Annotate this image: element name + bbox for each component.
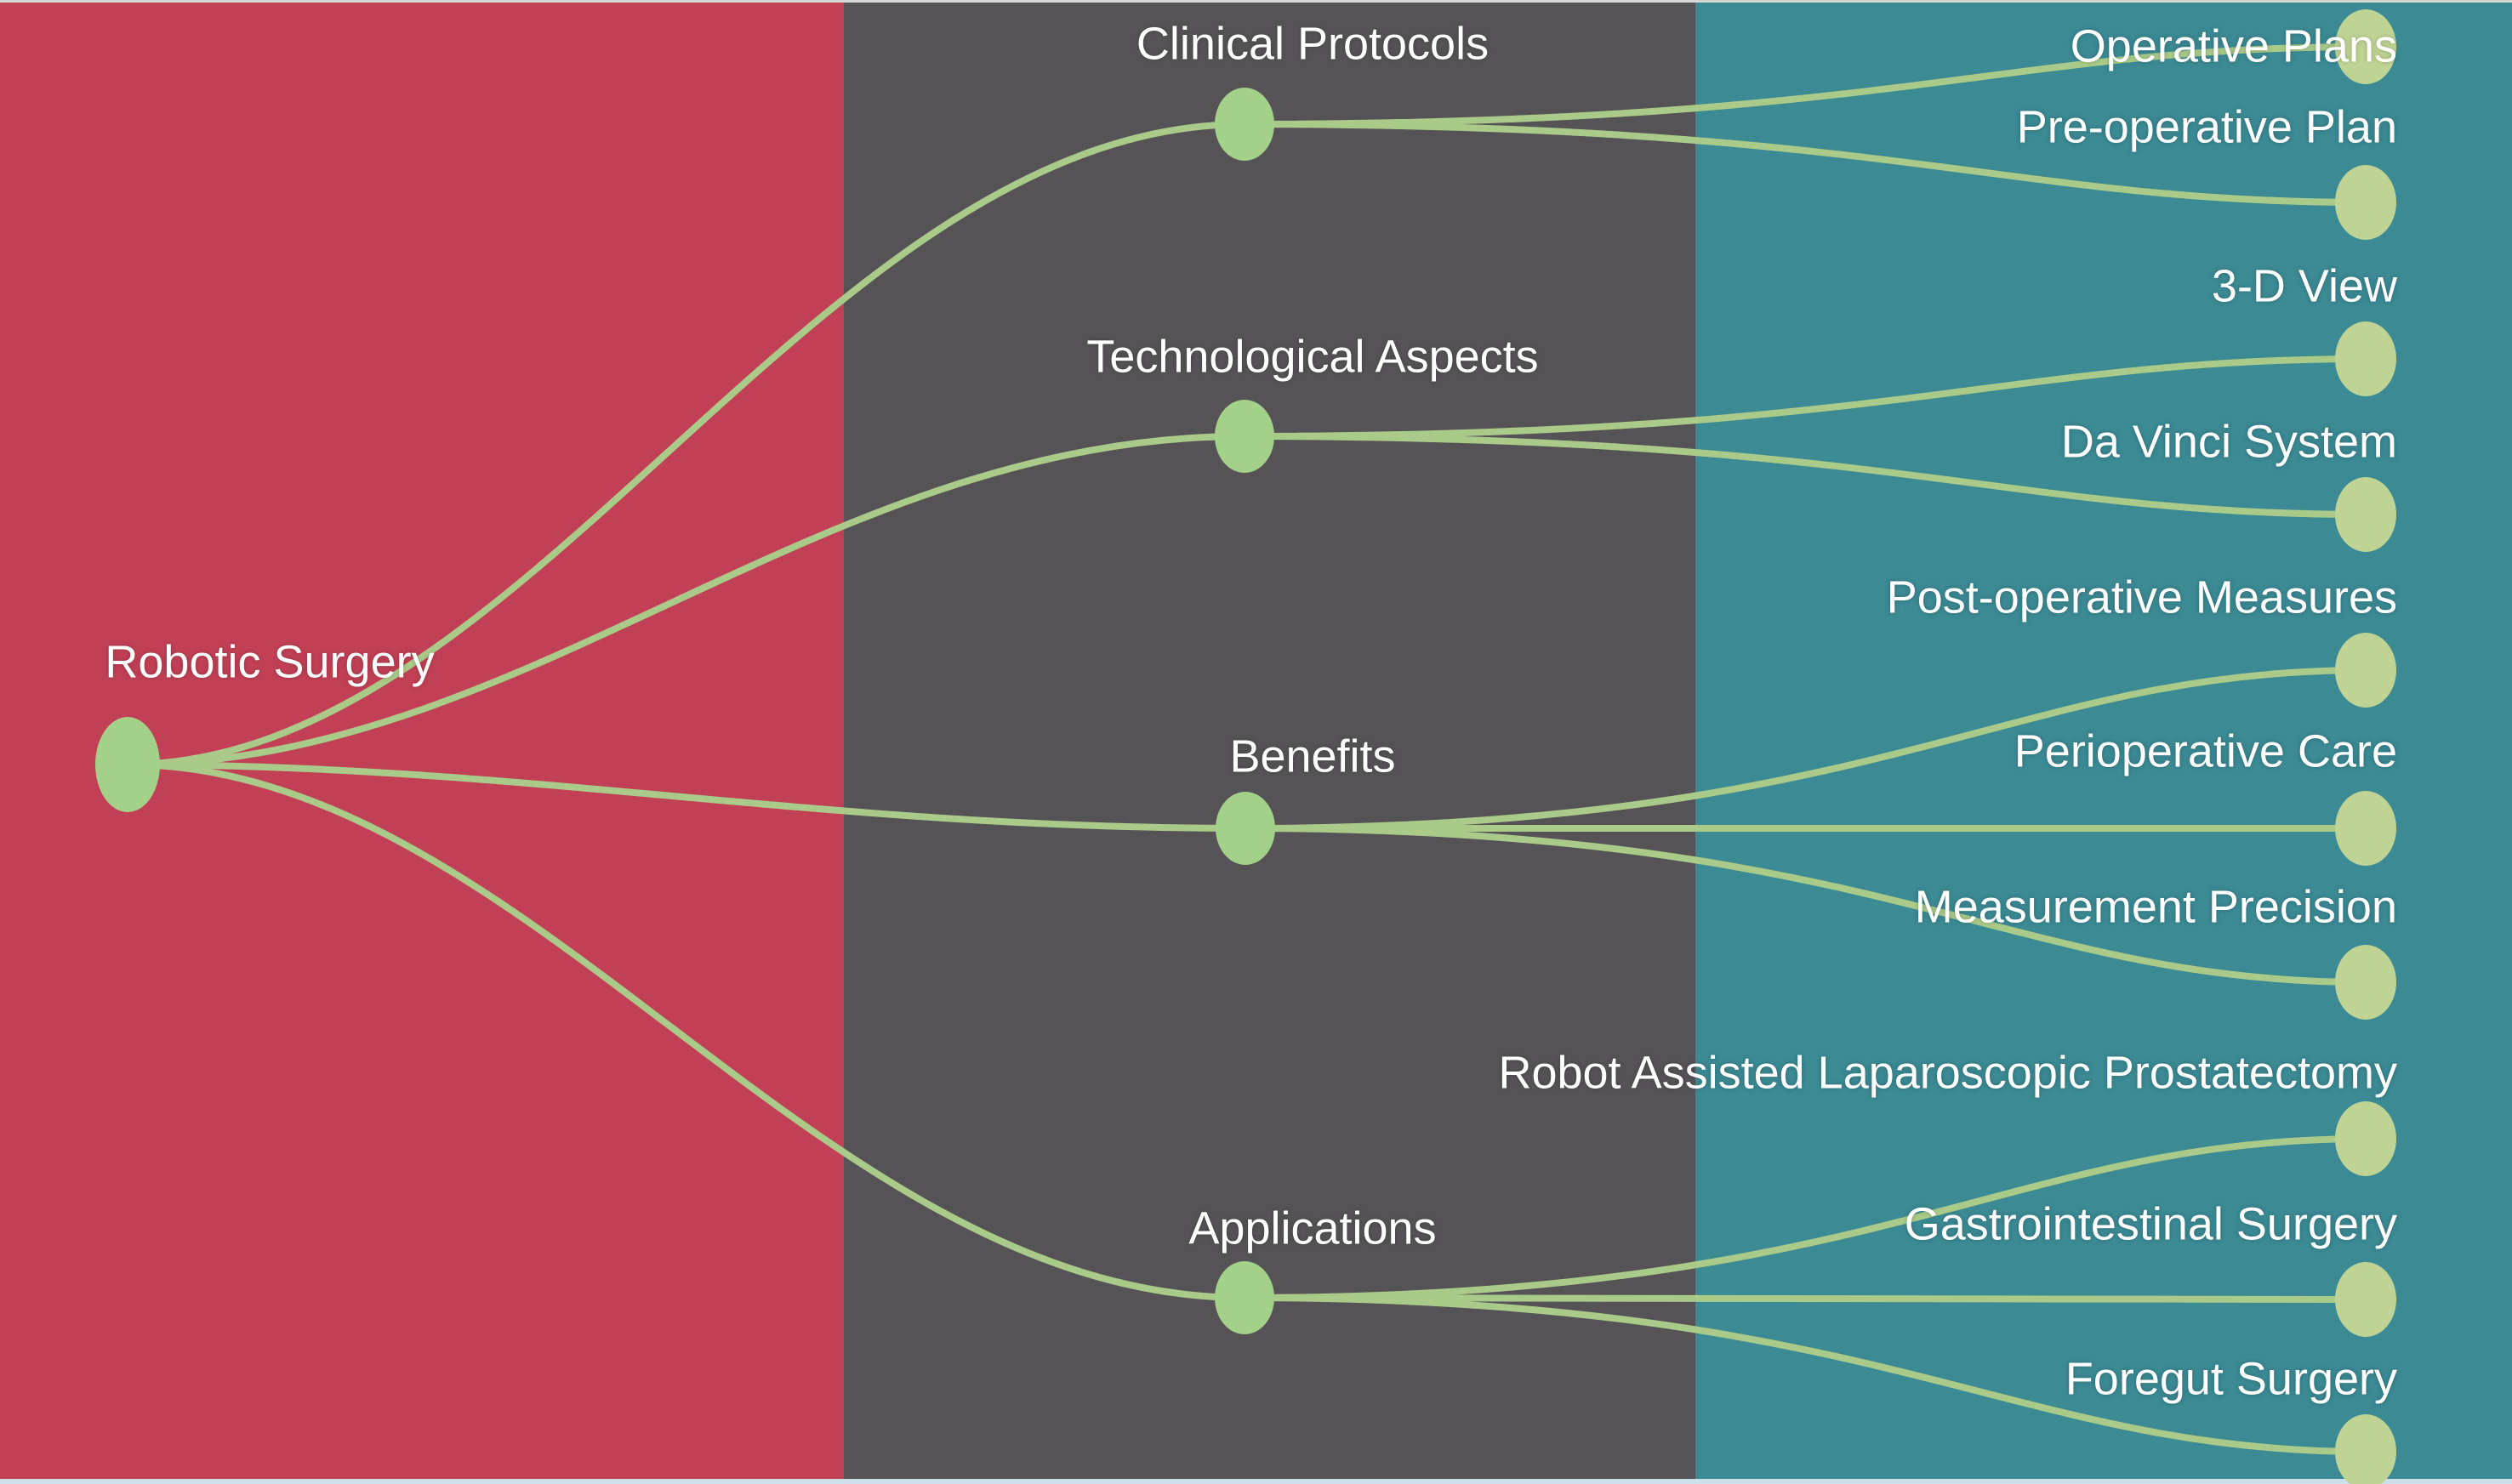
bottom-edge-strip	[0, 1479, 2512, 1484]
edge-benefits-to-post-operative-measures	[1242, 667, 2369, 832]
node-foregut-surgery	[2335, 1414, 2396, 1484]
label-robotic-surgery: Robotic Surgery	[105, 636, 435, 688]
label-clinical-protocols: Clinical Protocols	[1136, 18, 1490, 70]
node-benefits	[1216, 792, 1275, 865]
label-robot-assisted-laparoscopic-prostatectomy: Robot Assisted Laparoscopic Prostatectom…	[1498, 1047, 2397, 1099]
label-operative-plans: Operative Plans	[2070, 20, 2397, 72]
node-3-d-view	[2335, 321, 2396, 396]
node-da-vinci-system	[2335, 477, 2396, 552]
edge-technological-aspects-to-da-vinci-system	[1241, 433, 2369, 518]
edge-root-to-clinical-protocols	[124, 121, 1248, 768]
node-robotic-surgery	[95, 717, 160, 812]
edge-benefits-to-measurement-precision	[1242, 825, 2369, 986]
edge-applications-to-foregut-surgery	[1241, 1294, 2369, 1455]
edge-clinical-protocols-to-operative-plans	[1241, 43, 2369, 128]
top-edge-strip	[0, 0, 2512, 3]
label-pre-operative-plan: Pre-operative Plan	[2016, 101, 2397, 153]
node-perioperative-care	[2335, 791, 2396, 866]
label-measurement-precision: Measurement Precision	[1914, 881, 2397, 933]
node-gastrointestinal-surgery	[2335, 1262, 2396, 1337]
edge-root-to-applications	[124, 761, 1248, 1301]
edge-applications-to-gastrointestinal-surgery	[1241, 1294, 2369, 1303]
node-clinical-protocols	[1215, 88, 1274, 161]
label-foregut-surgery: Foregut Surgery	[2065, 1353, 2397, 1405]
node-technological-aspects	[1215, 400, 1274, 473]
label-benefits: Benefits	[1229, 731, 1396, 782]
node-post-operative-measures	[2335, 633, 2396, 708]
edge-root-to-benefits	[124, 761, 1249, 832]
label-technological-aspects: Technological Aspects	[1086, 331, 1539, 383]
node-applications	[1215, 1261, 1274, 1334]
node-operative-plans	[2335, 9, 2396, 84]
edge-clinical-protocols-to-pre-operative-plan	[1241, 121, 2369, 206]
edge-applications-to-robot-assisted-laparoscopic-prostatectomy	[1241, 1135, 2369, 1301]
node-measurement-precision	[2335, 945, 2396, 1020]
label-perioperative-care: Perioperative Care	[2014, 725, 2397, 777]
label-da-vinci-system: Da Vinci System	[2060, 416, 2397, 468]
label-post-operative-measures: Post-operative Measures	[1886, 571, 2397, 623]
node-robot-assisted-laparoscopic-prostatectomy	[2335, 1101, 2396, 1176]
edge-root-to-technological-aspects	[124, 433, 1248, 768]
label-applications: Applications	[1188, 1203, 1437, 1254]
label-gastrointestinal-surgery: Gastrointestinal Surgery	[1904, 1198, 2397, 1250]
node-pre-operative-plan	[2335, 165, 2396, 240]
edge-technological-aspects-to-3-d-view	[1241, 355, 2369, 440]
label-3-d-view: 3-D View	[2211, 260, 2397, 312]
